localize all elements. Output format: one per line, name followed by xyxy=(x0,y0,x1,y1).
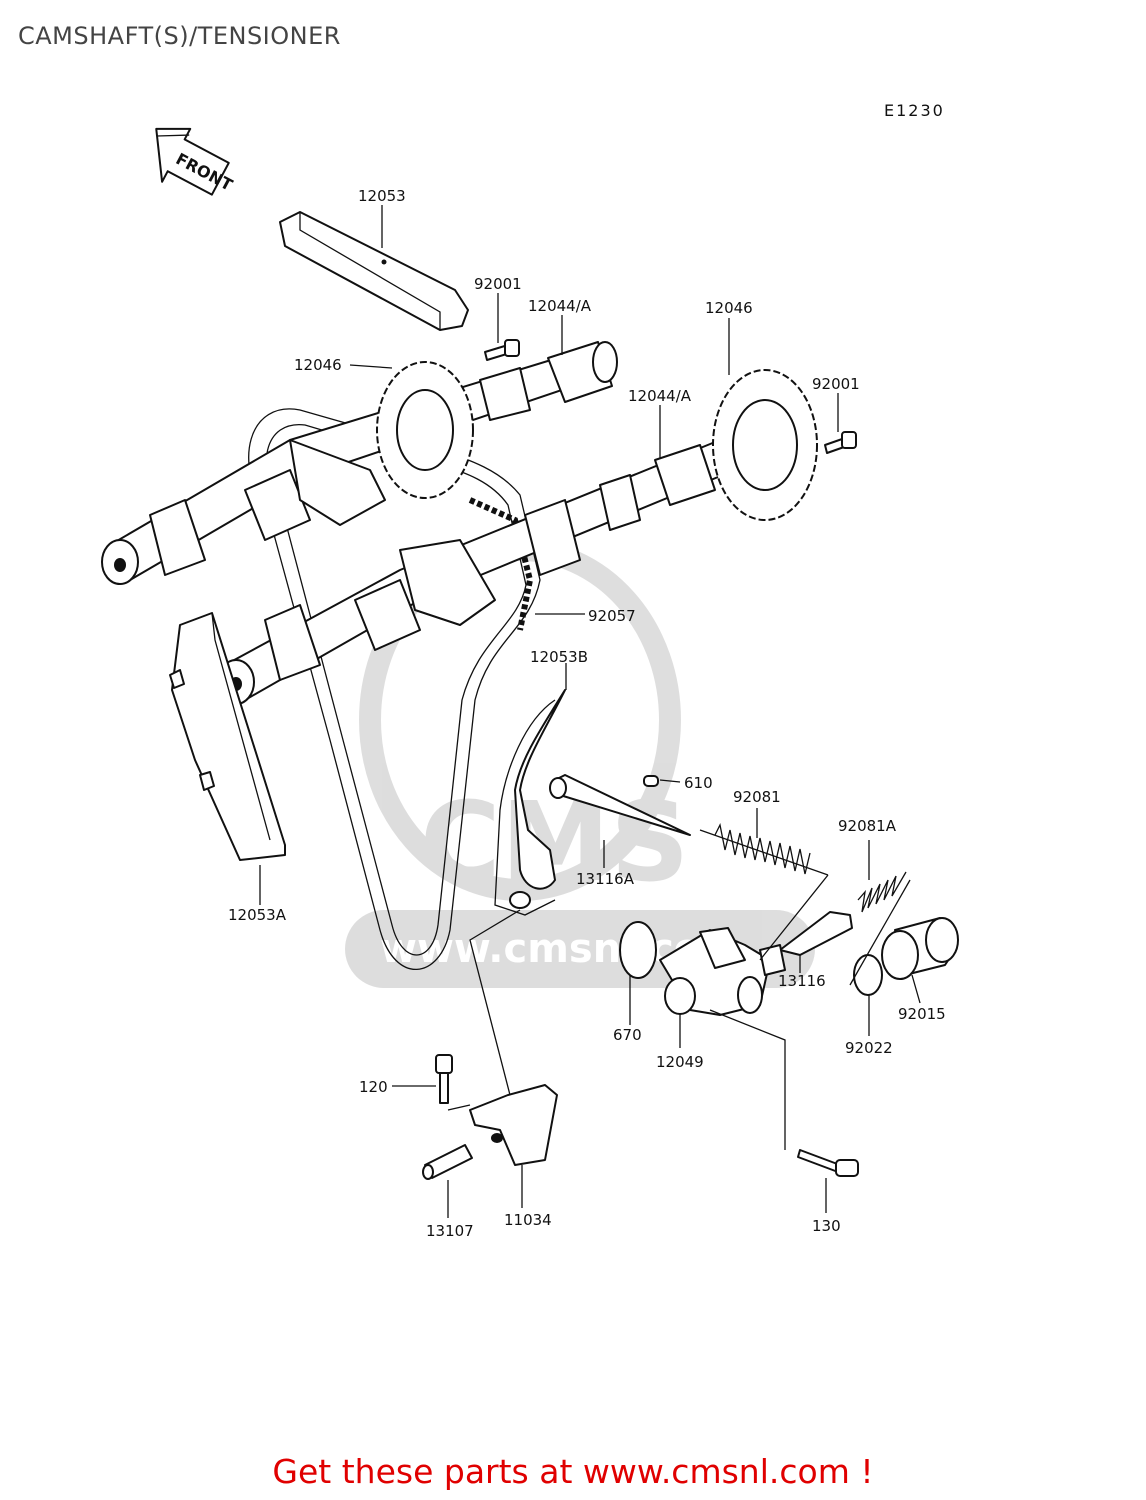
watermark-logo: CMS www.cmsnl.com xyxy=(345,539,815,988)
callout-120: 120 xyxy=(359,1078,388,1096)
washer-92022-part xyxy=(853,954,883,996)
callout-13107: 13107 xyxy=(426,1222,474,1240)
callout-92081: 92081 xyxy=(733,788,781,806)
chain-guide-top-part xyxy=(279,211,469,331)
spring-92081-part xyxy=(714,823,811,875)
bolt-130-part xyxy=(797,1149,859,1177)
spring-92081A-part xyxy=(857,871,907,913)
cam-sprocket-left-part xyxy=(376,361,474,499)
callout-92022: 92022 xyxy=(845,1039,893,1057)
leader-lines xyxy=(259,205,921,1218)
chain-tensioner-arm-part xyxy=(494,689,566,916)
callout-12046: 12046 xyxy=(705,299,753,317)
callout-92001: 92001 xyxy=(474,275,522,293)
callout-92081a: 92081A xyxy=(838,817,897,835)
callout-92057: 92057 xyxy=(588,607,636,625)
bracket-11034-part xyxy=(469,1084,558,1166)
pin-610-part xyxy=(643,775,659,787)
camshaft-upper-part xyxy=(101,341,618,585)
o-ring-670-part xyxy=(619,921,657,979)
callout-92015: 92015 xyxy=(898,1005,946,1023)
callout-12053b: 12053B xyxy=(530,648,588,666)
chain-guide-left-part xyxy=(169,612,286,861)
tensioner-rod-part xyxy=(549,774,691,836)
plunger-13116-part xyxy=(779,911,853,956)
bolt-92001-right-part xyxy=(824,431,857,454)
callout-610: 610 xyxy=(684,774,713,792)
footer-shop-link[interactable]: Get these parts at www.cmsnl.com ! xyxy=(272,1452,874,1491)
callout-130: 130 xyxy=(812,1217,841,1235)
callout-12049: 12049 xyxy=(656,1053,704,1071)
callout-12044-a: 12044/A xyxy=(628,387,692,405)
parts-diagram: CMS www.cmsnl.com FRONT xyxy=(101,127,959,1240)
callout-12053: 12053 xyxy=(358,187,406,205)
callout-670: 670 xyxy=(613,1026,642,1044)
pin-13107-part xyxy=(422,1144,473,1180)
cap-92015-part xyxy=(881,917,959,980)
callout-13116a: 13116A xyxy=(576,870,635,888)
callout-labels: 12053 92001 12044/A 12046 12046 12044/A … xyxy=(228,187,946,1240)
callout-92001: 92001 xyxy=(812,375,860,393)
callout-12053a: 12053A xyxy=(228,906,287,924)
callout-12044-a: 12044/A xyxy=(528,297,592,315)
diagram-code: E1230 xyxy=(884,101,945,120)
page-title: CAMSHAFT(S)/TENSIONER xyxy=(18,22,341,50)
tensioner-body-part xyxy=(659,927,786,1016)
bolt-92001-left-part xyxy=(484,339,520,361)
callout-13116: 13116 xyxy=(778,972,826,990)
cam-sprocket-right-part xyxy=(712,369,818,521)
callout-11034: 11034 xyxy=(504,1211,552,1229)
camshaft-lower-part xyxy=(217,439,736,705)
watermark-text: CMS xyxy=(420,778,689,906)
front-arrow-icon: FRONT xyxy=(155,127,236,196)
bolt-120-part xyxy=(435,1054,453,1104)
callout-12046: 12046 xyxy=(294,356,342,374)
